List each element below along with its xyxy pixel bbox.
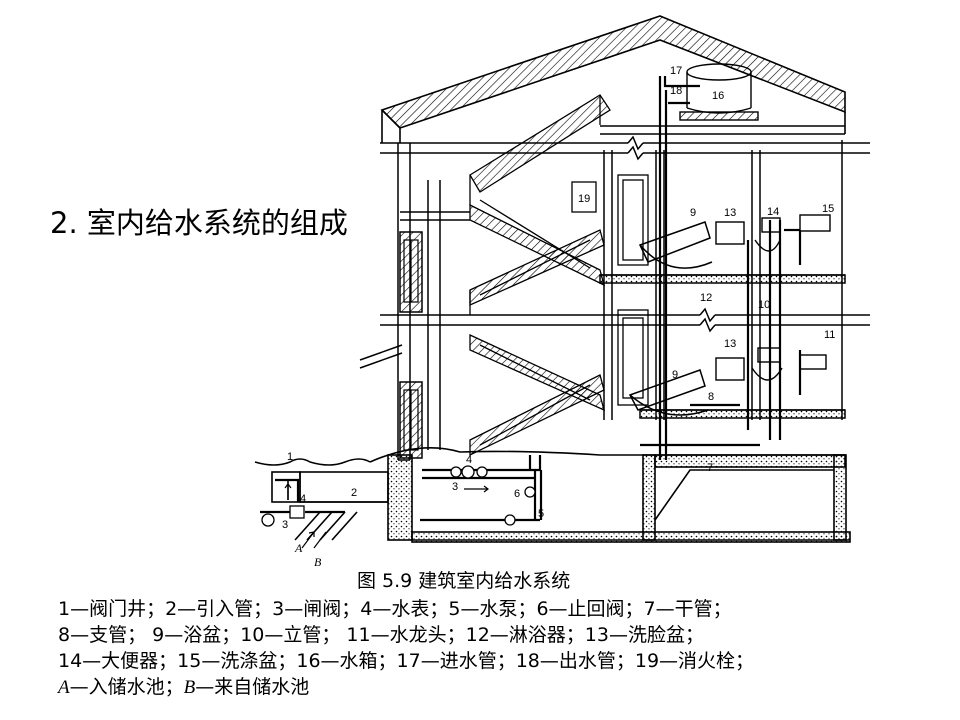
legend-text-b: —来自储水池 xyxy=(195,676,310,698)
floor-slabs xyxy=(359,135,870,419)
legend-text-a: —入储水池； xyxy=(69,676,184,698)
label-10: 10 xyxy=(758,299,770,311)
legend-key-b: B xyxy=(183,677,196,698)
fire-hydrant-box xyxy=(571,181,597,213)
label-15: 15 xyxy=(822,203,834,215)
label-8: 8 xyxy=(708,391,714,403)
label-17: 17 xyxy=(670,65,682,77)
label-2: 2 xyxy=(351,487,357,499)
figure-labels: 1 2 3 3 4 4 5 6 7 8 9 9 10 11 12 13 13 1… xyxy=(282,65,835,569)
label-12: 12 xyxy=(700,292,712,304)
figure-caption: 图 5.9 建筑室内给水系统 xyxy=(357,570,571,592)
staircase xyxy=(469,94,611,457)
label-13a: 13 xyxy=(724,207,736,219)
slide-title: 2. 室内给水系统的组成 xyxy=(50,206,348,240)
label-9a: 9 xyxy=(690,207,696,219)
label-14: 14 xyxy=(767,206,779,218)
legend-row: 1—阀门井；2—引入管；3—闸阀；4—水表；5—水泵；6—止回阀；7—干管； xyxy=(58,598,732,620)
valves xyxy=(261,465,536,527)
label-16: 16 xyxy=(712,90,724,102)
pipes xyxy=(260,76,802,522)
label-18: 18 xyxy=(670,85,682,97)
label-A: A xyxy=(294,541,303,555)
washbasins xyxy=(715,221,745,381)
roof xyxy=(380,15,846,143)
doors xyxy=(617,174,649,406)
label-3a: 3 xyxy=(282,519,288,531)
ground-foundation xyxy=(254,447,851,543)
label-1: 1 xyxy=(287,451,293,463)
toilets xyxy=(751,217,783,381)
label-B: B xyxy=(314,555,322,569)
label-9b: 9 xyxy=(672,369,678,381)
legend-key-a: A xyxy=(58,677,70,698)
label-13b: 13 xyxy=(724,338,736,350)
label-7: 7 xyxy=(707,462,713,474)
label-3b: 3 xyxy=(452,481,458,493)
label-4b: 4 xyxy=(466,454,472,466)
label-19: 19 xyxy=(578,193,590,205)
label-4a: 4 xyxy=(300,493,306,505)
sinks xyxy=(799,214,831,370)
flow-arrows xyxy=(284,483,489,549)
label-11: 11 xyxy=(824,329,835,341)
legend-row: 14—大便器；15—洗涤盆；16—水箱；17—进水管；18—出水管；19—消火栓… xyxy=(58,650,755,672)
label-6: 6 xyxy=(514,488,520,500)
bathtubs xyxy=(628,221,713,416)
water-tank xyxy=(679,63,759,121)
legend-row: 8—支管； 9—浴盆；10—立管； 11—水龙头；12—淋浴器；13—洗脸盆； xyxy=(58,624,704,646)
legend: 1—阀门井；2—引入管；3—闸阀；4—水表；5—水泵；6—止回阀；7—干管； 8… xyxy=(58,596,754,701)
label-5: 5 xyxy=(538,508,544,520)
windows xyxy=(403,239,419,451)
legend-row-last: A—入储水池；B—来自储水池 xyxy=(58,674,754,701)
